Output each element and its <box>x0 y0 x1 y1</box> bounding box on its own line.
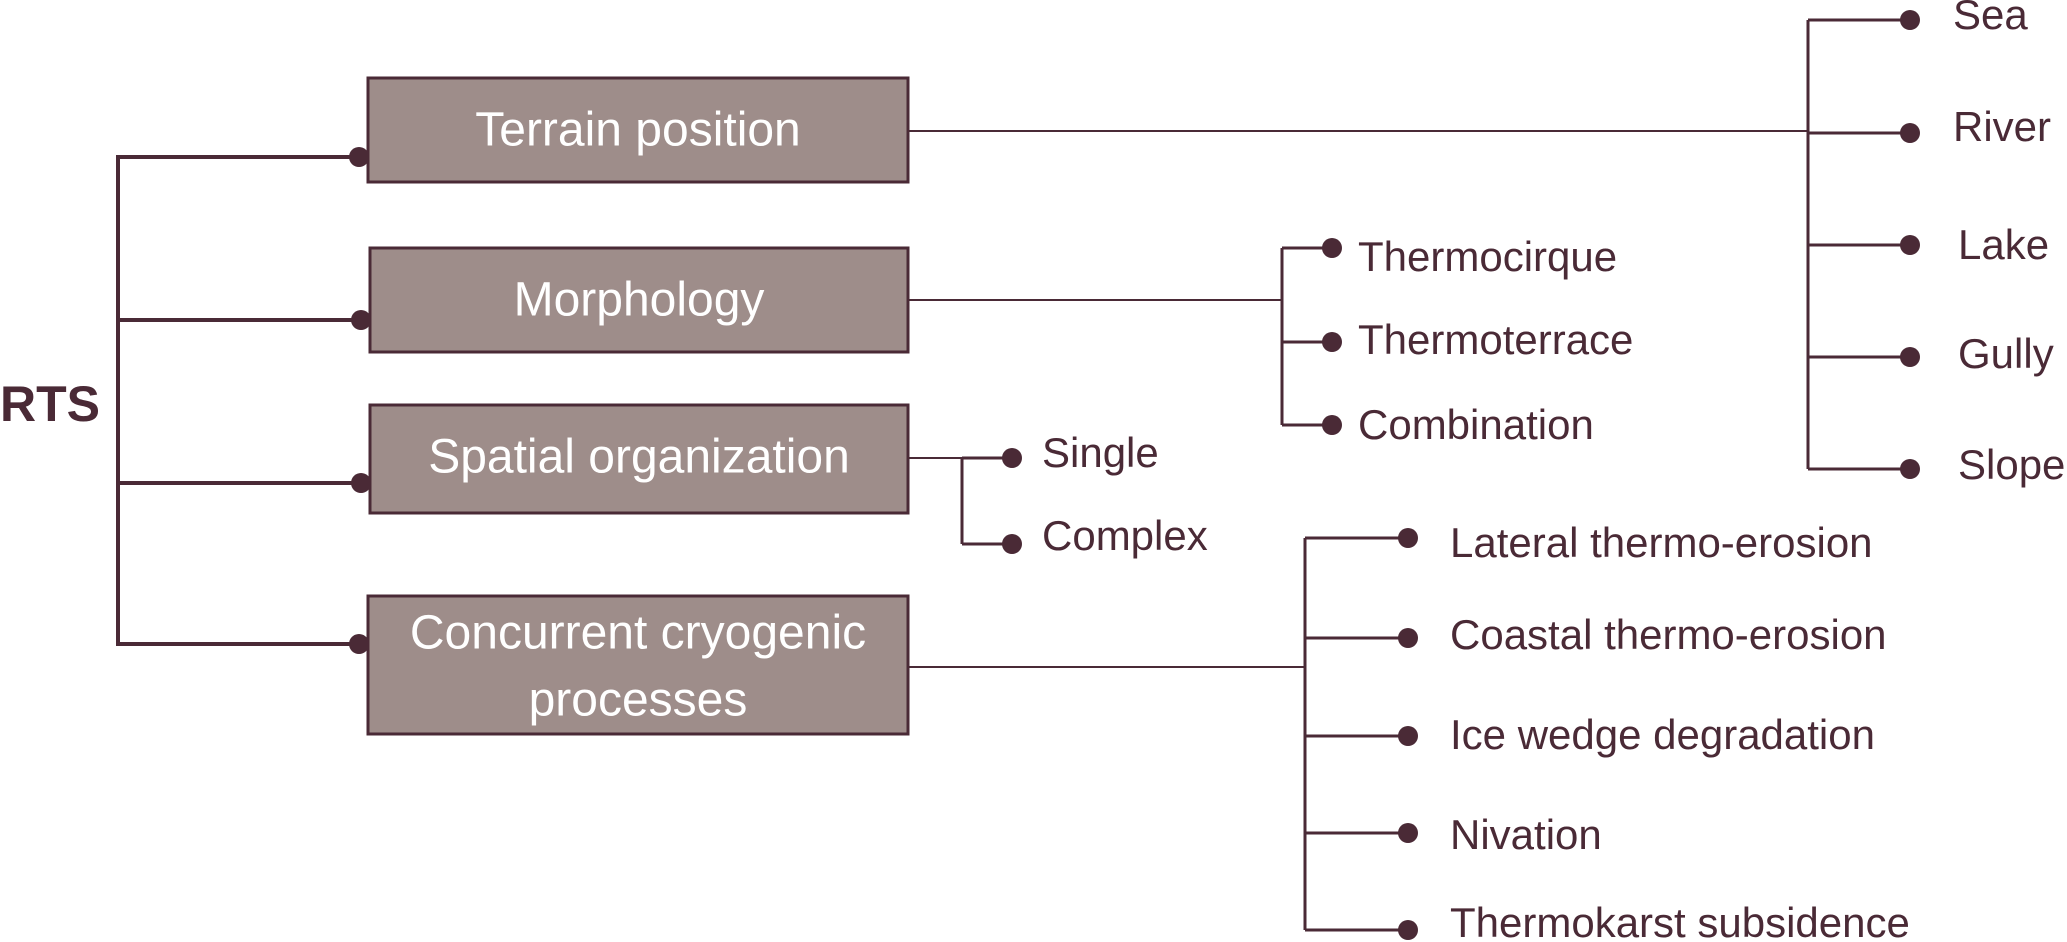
leaf-label-ice-wedge-degradation: Ice wedge degradation <box>1450 711 1875 758</box>
leaf-label-slope: Slope <box>1958 441 2065 488</box>
leaf-dot-gully <box>1900 347 1920 367</box>
leaf-label-single: Single <box>1042 429 1159 476</box>
leaf-label-thermoterrace: Thermoterrace <box>1358 316 1633 363</box>
category-box-spatial <box>368 403 910 515</box>
leaf-label-thermokarst-subsidence: Thermokarst subsidence <box>1450 899 1910 942</box>
leaf-dot-lateral-thermo-erosion <box>1398 528 1418 548</box>
leaf-label-complex: Complex <box>1042 512 1208 559</box>
leaf-label-river: River <box>1953 103 2051 150</box>
category-box-terrain <box>366 76 910 184</box>
category-label-processes-line-2: processes <box>529 674 748 727</box>
leaf-dot-combination <box>1322 415 1342 435</box>
root-connector-dot-processes <box>349 634 369 654</box>
leaf-label-nivation: Nivation <box>1450 811 1602 858</box>
root-connector-dot-spatial <box>351 473 371 493</box>
root-label-rts: RTS <box>0 376 100 432</box>
category-box-morphology <box>368 246 910 354</box>
category-box-processes <box>366 594 910 736</box>
leaf-dot-river <box>1900 123 1920 143</box>
leaf-label-gully: Gully <box>1958 330 2054 377</box>
leaf-label-lake: Lake <box>1958 221 2049 268</box>
leaf-dot-slope <box>1900 459 1920 479</box>
leaf-label-sea: Sea <box>1953 0 2028 38</box>
leaf-dot-thermocirque <box>1322 238 1342 258</box>
leaf-dot-sea <box>1900 10 1920 30</box>
root-connector-dot-morphology <box>351 310 371 330</box>
leaf-dot-complex <box>1002 534 1022 554</box>
leaf-label-thermocirque: Thermocirque <box>1358 233 1617 280</box>
leaf-dot-thermokarst-subsidence <box>1398 920 1418 940</box>
leaf-dot-thermoterrace <box>1322 332 1342 352</box>
leaf-label-coastal-thermo-erosion: Coastal thermo-erosion <box>1450 611 1887 658</box>
category-label-processes-line-1: Concurrent cryogenic <box>410 607 866 660</box>
leaf-label-lateral-thermo-erosion: Lateral thermo-erosion <box>1450 519 1873 566</box>
leaf-dot-lake <box>1900 235 1920 255</box>
leaf-dot-coastal-thermo-erosion <box>1398 628 1418 648</box>
leaf-dot-single <box>1002 448 1022 468</box>
category-label-terrain: Terrain position <box>475 104 801 157</box>
leaf-dot-ice-wedge-degradation <box>1398 726 1418 746</box>
leaf-label-combination: Combination <box>1358 401 1594 448</box>
root-connector-dot-terrain <box>349 147 369 167</box>
category-label-morphology: Morphology <box>514 274 765 327</box>
category-label-spatial: Spatial organization <box>428 431 850 484</box>
leaf-dot-nivation <box>1398 823 1418 843</box>
